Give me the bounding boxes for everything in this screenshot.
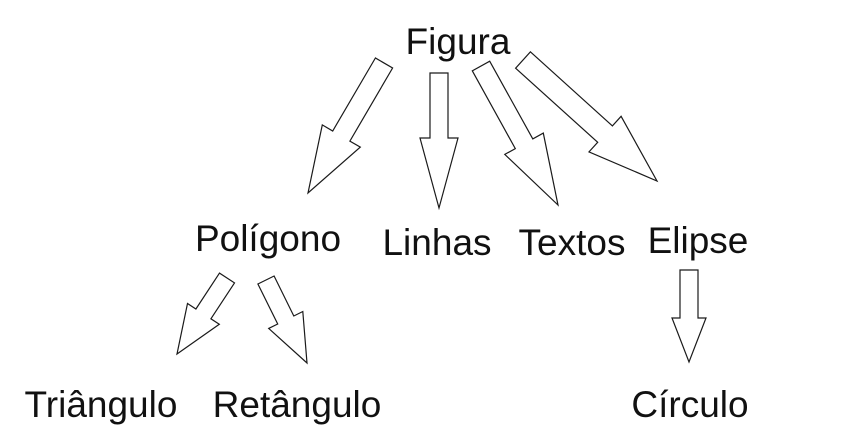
arrow-figura-poligono [307,57,394,195]
arrow-figura-linhas [419,72,459,211]
arrow-elipse-circulo [671,269,707,364]
node-figura: Figura [406,21,511,62]
node-poligono: Polígono [195,218,341,259]
node-circulo: Círculo [631,384,748,425]
arrow-figura-textos [471,60,559,207]
node-elipse: Elipse [648,220,749,261]
node-textos: Textos [519,222,626,263]
node-retangulo: Retângulo [213,384,382,425]
node-triangulo: Triângulo [25,384,178,425]
arrow-figura-elipse [514,50,659,183]
arrow-poligono-retangulo [257,275,308,365]
edge-arrows [176,50,707,365]
node-linhas: Linhas [382,222,491,263]
arrow-poligono-triangulo [176,272,236,356]
